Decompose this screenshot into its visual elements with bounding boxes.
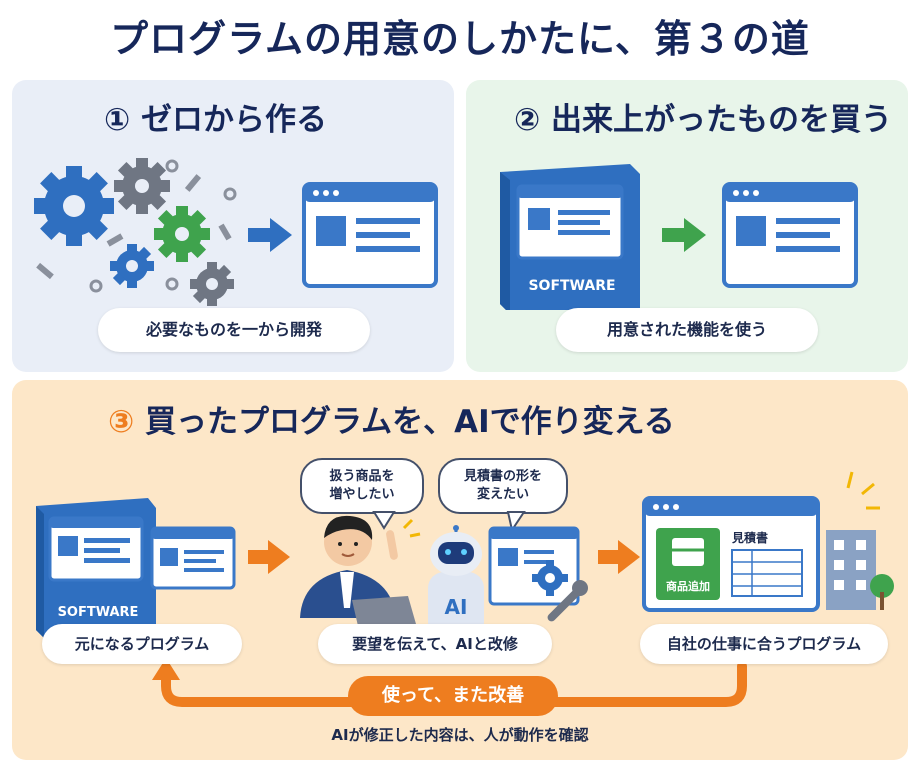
software-box-icon: SOFTWARE [500,164,640,310]
footer-note: AIが修正した内容は、人が動作を確認 [331,726,589,744]
orange-arrow-icon [248,540,290,574]
blue-gear-icon [34,166,114,246]
panel3-illustration: SOFTWARE AI [36,471,894,707]
panel3-number: ③ [108,404,135,440]
panel2-box-label: SOFTWARE [528,278,615,294]
panel3-box-label: SOFTWARE [58,605,139,620]
person-icon [300,515,416,626]
panel2-title: ① ② 出来上がったものを買う [514,94,892,139]
panel3-caption-right: 自社の仕事に合うプログラム [640,624,888,664]
green-gear-icon [154,206,210,262]
office-building-icon [826,530,894,610]
bubble-left-line1: 扱う商品を [329,469,395,484]
loop-label: 使って、また改善 [348,676,558,716]
software-illustration: SOFTWARE [500,164,858,310]
bubble-add-products: 扱う商品を 増やしたい [300,458,424,514]
app-settings-window-icon [488,526,588,622]
panel3-title-text: 買ったプログラムを、AIで作り変える [145,404,675,440]
add-product-label: 商品追加 [666,579,710,593]
app-window-icon [722,182,858,288]
panel-build-from-scratch: ① ゼロから作る [12,80,454,372]
bubble-change-quote: 見積書の形を 変えたい [438,458,568,514]
bubble-left-tail [372,511,396,530]
panel2-number-text: ② [514,102,541,138]
small-blue-gear-icon [110,244,154,288]
green-arrow-icon [662,218,706,252]
panel2-title-text: 出来上がったものを買う [551,102,893,138]
ai-label: AI [445,595,468,619]
wrench-icon [547,580,588,622]
blue-arrow-icon [248,218,292,252]
panel1-number: ① [104,102,131,138]
panel-buy-ready-made: ① ② 出来上がったものを買う SOFTWARE 用 [466,80,908,372]
software-box-icon: SOFTWARE [36,498,156,638]
sparkle-icon [846,471,880,510]
gear-icon [532,560,568,596]
ai-robot-icon: AI [428,525,484,638]
orange-arrow-icon [598,540,640,574]
bubble-right-tail [506,511,526,533]
panel3-title: ③ 買ったプログラムを、AIで作り変える [108,396,675,441]
page-title: プログラムの用意のしかたに、第３の道 [110,17,810,61]
bubble-right-line1: 見積書の形を [463,469,542,484]
gray-gear-icon [114,158,170,214]
quote-label: 見積書 [731,530,768,545]
bubble-left-line2: 増やしたい [329,487,395,502]
panel1-title: ① ゼロから作る [104,94,327,139]
small-gray-gear-icon [190,262,234,306]
panel2-caption: 用意された機能を使う [556,308,818,352]
sparkle-icon [402,518,421,538]
bubble-right-line2: 変えたい [476,487,529,502]
app-window-small-icon [150,526,236,590]
app-window-icon [302,182,438,288]
panel1-caption: 必要なものを一から開発 [98,308,370,352]
custom-app-window-icon: 商品追加 見積書 [642,496,820,612]
panel3-caption-middle: 要望を伝えて、AIと改修 [318,624,552,664]
bolts-and-nuts-icon [36,159,237,293]
gears-illustration [34,158,438,306]
panel3-caption-left: 元になるプログラム [42,624,242,664]
panel1-title-text: ゼロから作る [141,102,328,138]
